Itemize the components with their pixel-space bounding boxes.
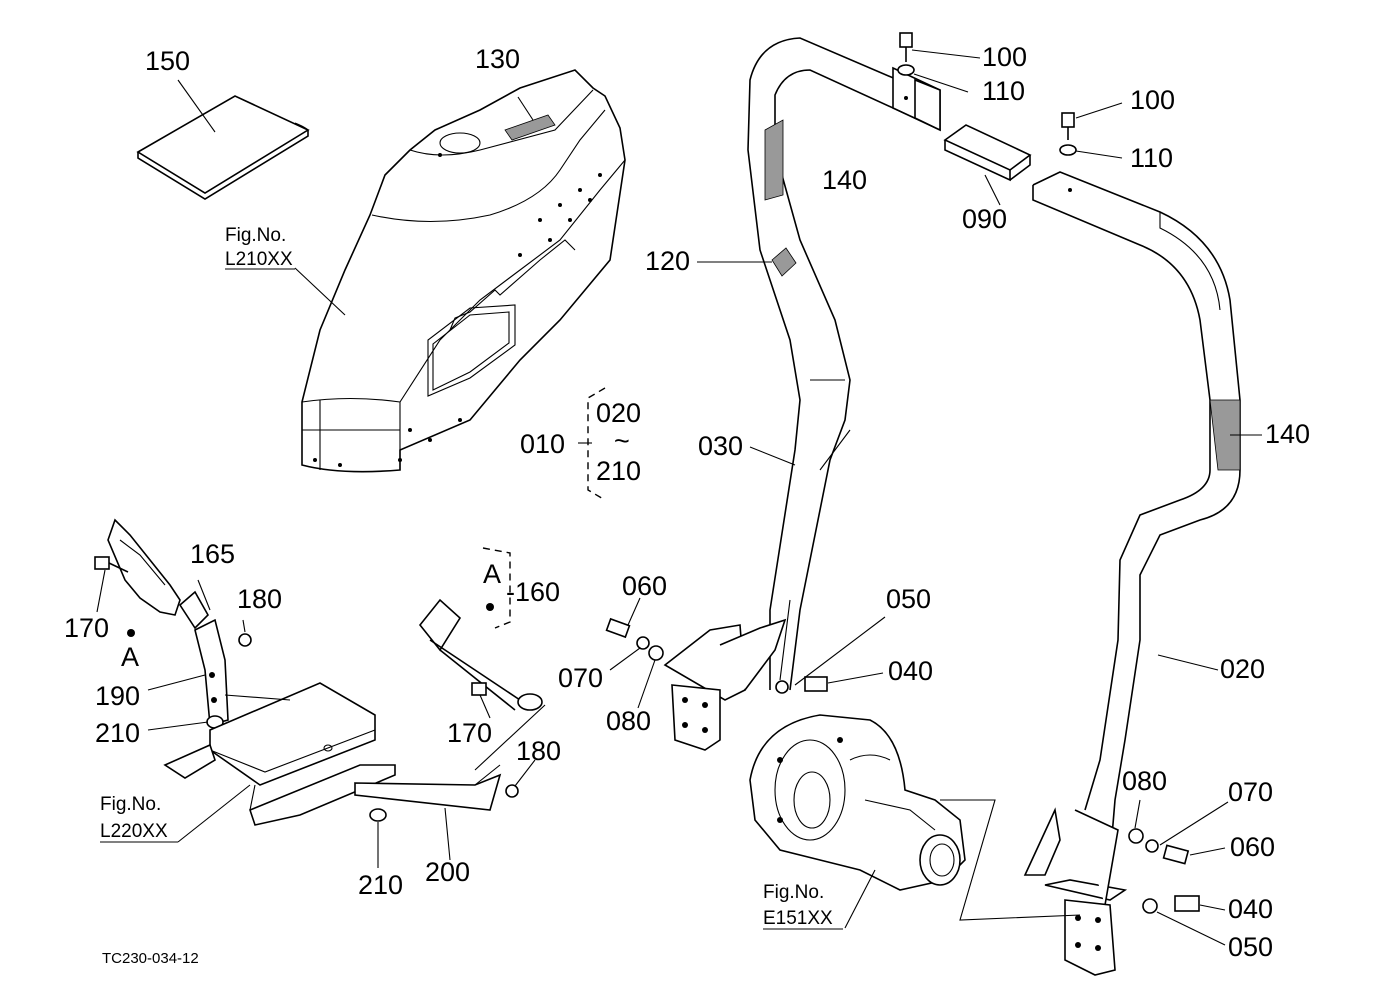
right-mount-plate bbox=[1023, 807, 1128, 976]
label-100a: 100 bbox=[982, 42, 1027, 72]
label-020a: 020 bbox=[596, 398, 641, 428]
part-labels: 150 130 100 110 100 110 140 090 120 020 … bbox=[64, 42, 1310, 962]
manual-drawing bbox=[136, 79, 310, 200]
label-020b: 020 bbox=[1220, 654, 1265, 684]
seat-belt-bracket bbox=[94, 518, 252, 729]
fig-ref-e151-line1: Fig.No. bbox=[763, 882, 824, 903]
fig-ref-l220-line2: L220XX bbox=[100, 821, 168, 842]
label-040a: 040 bbox=[888, 656, 933, 686]
label-080a: 080 bbox=[606, 706, 651, 736]
fender-holes bbox=[313, 153, 602, 467]
label-150: 150 bbox=[145, 46, 190, 76]
label-130: 130 bbox=[475, 44, 520, 74]
fig-ref-l220-line1: Fig.No. bbox=[100, 794, 161, 815]
label-050b: 050 bbox=[1228, 932, 1273, 962]
fasteners bbox=[605, 32, 1200, 914]
label-160: -160 bbox=[506, 577, 560, 607]
left-mount-plate bbox=[663, 618, 787, 751]
label-A1: A bbox=[483, 559, 501, 589]
label-110a: 110 bbox=[982, 76, 1025, 106]
label-050a: 050 bbox=[886, 584, 931, 614]
label-170a: 170 bbox=[64, 613, 109, 643]
fig-ref-l210-line1: Fig.No. bbox=[225, 225, 286, 246]
label-070b: 070 bbox=[1228, 777, 1273, 807]
diagram-id: TC230-034-12 bbox=[102, 950, 199, 967]
label-060b: 060 bbox=[1230, 832, 1275, 862]
label-080b: 080 bbox=[1122, 766, 1167, 796]
label-120: 120 bbox=[645, 246, 690, 276]
leader-lines bbox=[96, 49, 1262, 946]
seat-base bbox=[163, 682, 396, 826]
label-180b: 180 bbox=[516, 736, 561, 766]
fender-drawing bbox=[294, 69, 626, 473]
label-030: 030 bbox=[698, 431, 743, 461]
label-040b: 040 bbox=[1228, 894, 1273, 924]
label-A2: A bbox=[121, 642, 139, 672]
label-100b: 100 bbox=[1130, 85, 1175, 115]
label-010: 010 bbox=[520, 429, 565, 459]
label-140a: 140 bbox=[822, 165, 867, 195]
transmission-housing bbox=[749, 714, 1081, 929]
label-180a: 180 bbox=[237, 584, 282, 614]
rops-left-frame bbox=[747, 37, 941, 691]
label-110b: 110 bbox=[1130, 143, 1173, 173]
label-210a: 210 bbox=[596, 456, 641, 486]
label-210c: 210 bbox=[358, 870, 403, 900]
label-210b: 210 bbox=[95, 718, 140, 748]
callout-brackets bbox=[127, 387, 606, 637]
label-070a: 070 bbox=[558, 663, 603, 693]
fig-ref-e151-line2: E151XX bbox=[763, 908, 833, 929]
figure-references: Fig.No. L210XX Fig.No. L220XX Fig.No. E1… bbox=[100, 225, 833, 929]
connector-bracket-drawing bbox=[943, 124, 1032, 206]
seat-belt-buckle bbox=[354, 598, 546, 822]
label-200: 200 bbox=[425, 857, 470, 887]
rops-right-frame bbox=[1032, 171, 1241, 861]
label-060a: 060 bbox=[622, 571, 667, 601]
fig-ref-l210-line2: L210XX bbox=[225, 249, 293, 270]
label-190: 190 bbox=[95, 681, 140, 711]
label-170b: 170 bbox=[447, 718, 492, 748]
label-090: 090 bbox=[962, 204, 1007, 234]
label-165: 165 bbox=[190, 539, 235, 569]
label-tilde: ~ bbox=[614, 426, 630, 456]
label-140b: 140 bbox=[1265, 419, 1310, 449]
